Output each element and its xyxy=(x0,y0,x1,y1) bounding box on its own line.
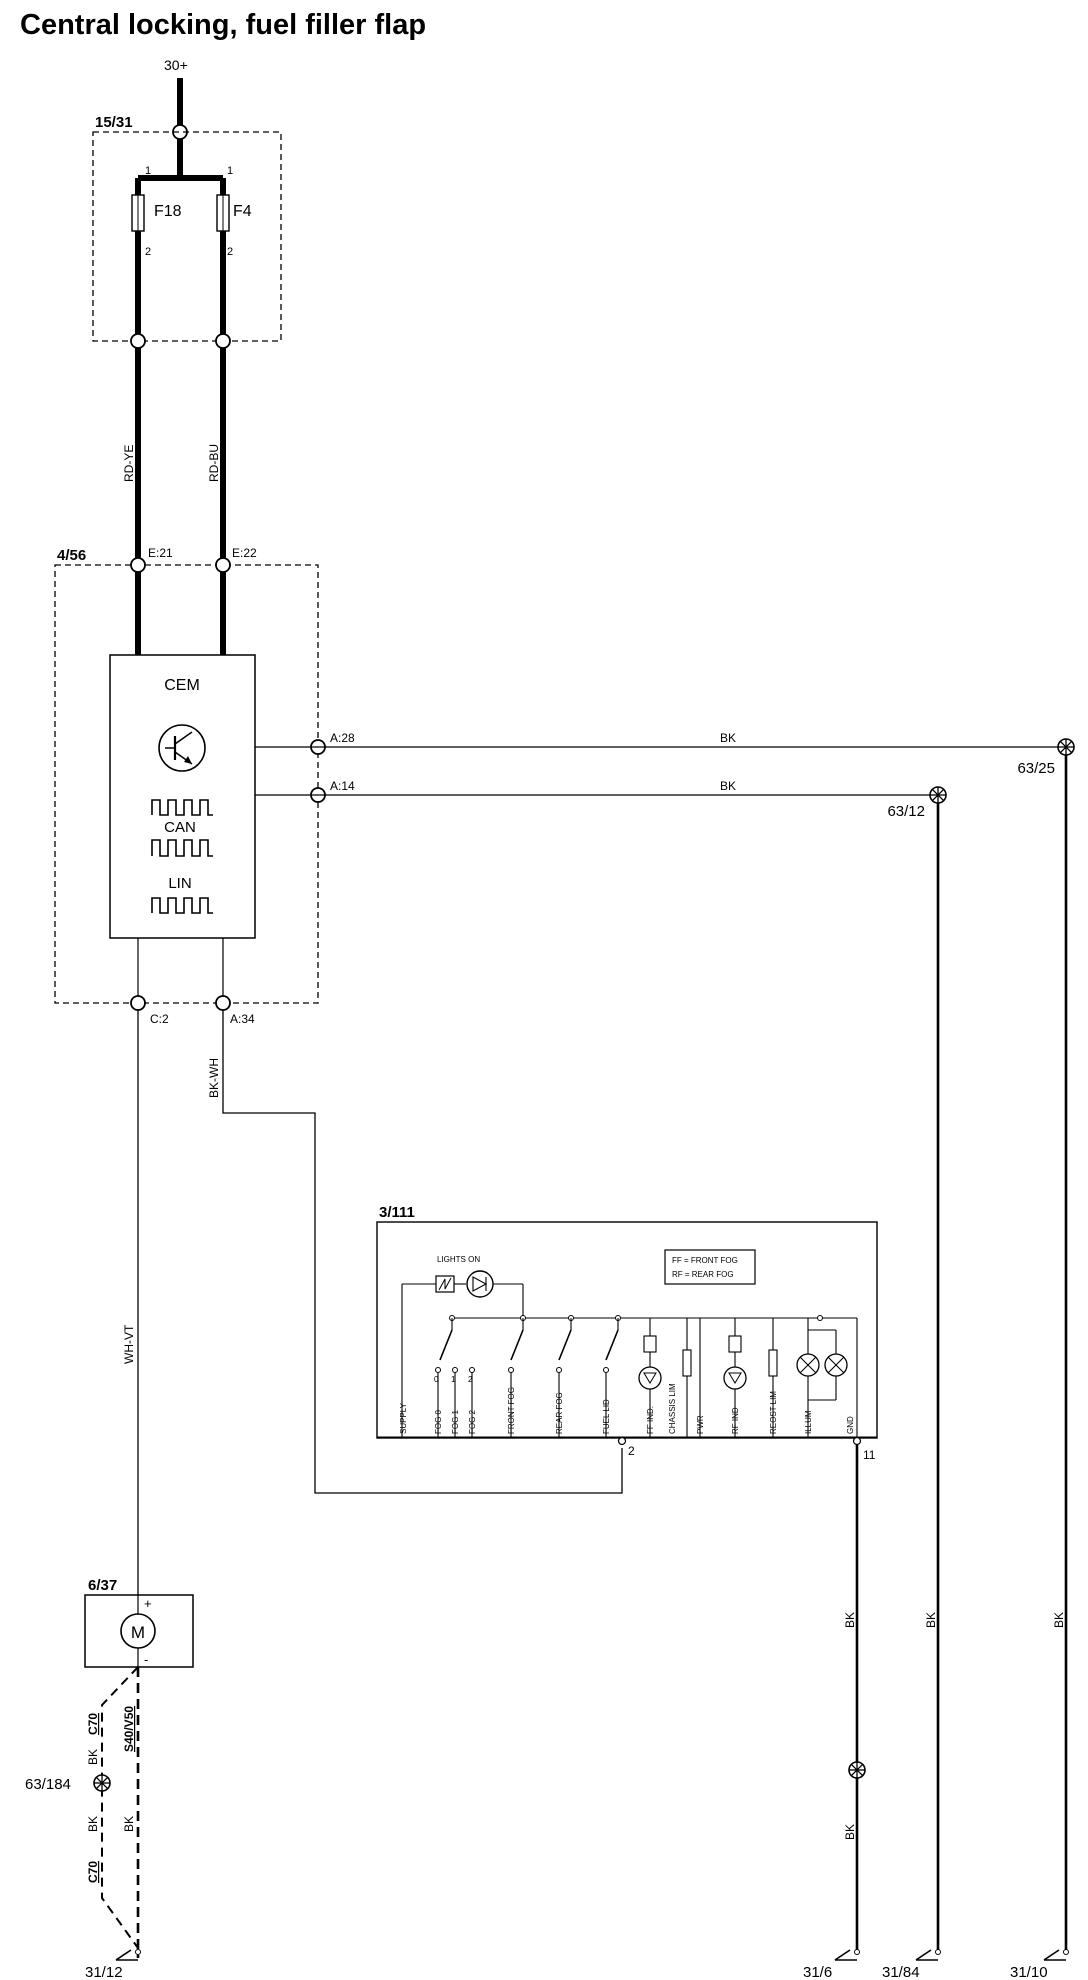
wire-rd-ye: RD-YE xyxy=(122,445,136,482)
ground-symbol-31-10-icon xyxy=(1043,1949,1069,1961)
wire-bk-wh: BK-WH xyxy=(207,1058,221,1098)
term-rear-fog: REAR FOG xyxy=(555,1392,564,1434)
pin-a28: A:28 xyxy=(330,731,355,745)
motor-symbol: M xyxy=(131,1623,145,1642)
motor-minus: - xyxy=(144,1652,148,1667)
fuse-box: 15/31 1 1 F18 F4 2 2 xyxy=(92,114,282,342)
legend-box xyxy=(664,1249,756,1285)
variant-s40-v50: S40/V50 xyxy=(122,1706,136,1752)
motor-plus: + xyxy=(144,1596,152,1611)
contact-1: 1 xyxy=(451,1375,456,1384)
ground-31-6-label: 31/6 xyxy=(803,1964,832,1980)
wire-bk-31-10: BK xyxy=(1052,1612,1066,1628)
wire-bk-gnd-lower: BK xyxy=(843,1824,857,1840)
supply-label: 30+ xyxy=(164,57,188,73)
diagram-title: Central locking, fuel filler flap xyxy=(20,9,426,41)
ground-31-12-label: 31/12 xyxy=(85,1964,123,1980)
ground-63-12-label: 63/12 xyxy=(887,803,925,820)
term-fog1: FOG 1 xyxy=(451,1409,460,1434)
motor: 6/37 M + - xyxy=(84,1577,194,1668)
contact-0: 0 xyxy=(434,1375,439,1384)
pin-c2: C:2 xyxy=(150,1012,169,1026)
wire-bk-a28: BK xyxy=(720,731,736,745)
switch-pin-2: 2 xyxy=(628,1444,635,1458)
lights-on-led-icon xyxy=(466,1270,494,1298)
legend-rear-fog: RF = REAR FOG xyxy=(672,1270,734,1279)
variant-c70-lower: C70 xyxy=(86,1861,100,1883)
pin-a34: A:34 xyxy=(230,1012,255,1026)
switch-module: 3/111 LIGHTS ON FF = FRONT FOG RF = REAR… xyxy=(376,1204,878,1462)
pin-a14: A:14 xyxy=(330,779,355,793)
ground-point-63-25-icon xyxy=(1057,738,1075,756)
switch-pin-11: 11 xyxy=(863,1448,876,1462)
switch-module-box xyxy=(376,1221,878,1439)
wire-wh-vt: WH-VT xyxy=(122,1324,136,1364)
wire-bk-a14: BK xyxy=(720,779,736,793)
term-gnd: GND xyxy=(846,1416,855,1434)
ground-symbol-31-84-icon xyxy=(915,1949,941,1961)
legend-front-fog: FF = FRONT FOG xyxy=(672,1256,738,1265)
term-fuel-lid: FUEL LID xyxy=(602,1399,611,1434)
variant-c70-upper: C70 xyxy=(86,1713,100,1735)
ground-31-10-label: 31/10 xyxy=(1010,1964,1048,1980)
ground-63-25-label: 63/25 xyxy=(1017,760,1055,777)
fuse-box-id: 15/31 xyxy=(95,114,133,131)
term-reost-lim: REOST LIM xyxy=(769,1391,778,1434)
contact-2: 2 xyxy=(468,1375,473,1384)
wire-bk-c70-lower: BK xyxy=(86,1816,100,1832)
ground-symbol-31-12-icon xyxy=(115,1949,141,1961)
term-illum: ILLUM xyxy=(804,1410,813,1434)
term-supply: SUPPLY xyxy=(399,1402,408,1434)
switch-module-id: 3/111 xyxy=(379,1204,415,1221)
cem-name: CEM xyxy=(164,677,200,694)
fuse-f18-label: F18 xyxy=(154,203,182,220)
fuse-f4-label: F4 xyxy=(233,203,252,220)
f18-pin-in: 1 xyxy=(145,165,151,177)
ground-splice-icon xyxy=(848,1761,866,1779)
lin-label: LIN xyxy=(168,875,191,892)
f4-pin-in: 1 xyxy=(227,165,233,177)
wire-bk-s40: BK xyxy=(122,1816,136,1832)
motor-id: 6/37 xyxy=(88,1577,117,1594)
rf-indicator-icon xyxy=(723,1366,747,1390)
wire-bk-31-84: BK xyxy=(924,1612,938,1628)
term-front-fog: FRONT FOG xyxy=(507,1387,516,1434)
lin-signal-icon xyxy=(151,897,213,914)
f18-pin-out: 2 xyxy=(145,246,151,258)
ff-indicator-icon xyxy=(638,1366,662,1390)
ground-63-184-label: 63/184 xyxy=(25,1776,71,1793)
can-signal-icon xyxy=(151,799,213,816)
ground-symbol-31-6-icon xyxy=(834,1949,860,1961)
term-chassis-lim: CHASSIS LIM xyxy=(668,1383,677,1434)
cem-box xyxy=(109,654,256,939)
transistor-icon xyxy=(158,724,206,772)
f4-pin-out: 2 xyxy=(227,246,233,258)
wire-bk-gnd-upper: BK xyxy=(843,1612,857,1628)
ground-point-63-12-icon xyxy=(929,786,947,804)
pin-e21: E:21 xyxy=(148,546,173,560)
cem-module: 4/56 E:21 E:22 CEM CAN LIN A:28 A:14 C:2… xyxy=(54,546,355,1026)
term-pwr: PWR xyxy=(696,1415,705,1434)
term-ff-ind: FF IND. xyxy=(646,1406,655,1434)
wire-bk-c70-upper: BK xyxy=(86,1749,100,1765)
term-fog0: FOG 0 xyxy=(434,1409,443,1434)
lights-on-label: LIGHTS ON xyxy=(437,1255,480,1264)
ground-point-63-184-icon xyxy=(93,1774,111,1792)
pin-e22: E:22 xyxy=(232,546,257,560)
can-signal-icon-2 xyxy=(151,839,213,857)
can-label: CAN xyxy=(164,819,196,836)
cem-id: 4/56 xyxy=(57,547,86,564)
term-fog2: FOG 2 xyxy=(468,1409,477,1434)
term-rf-ind: RF IND xyxy=(731,1407,740,1434)
ground-31-84-label: 31/84 xyxy=(882,1964,920,1980)
wire-rd-bu: RD-BU xyxy=(207,444,221,482)
